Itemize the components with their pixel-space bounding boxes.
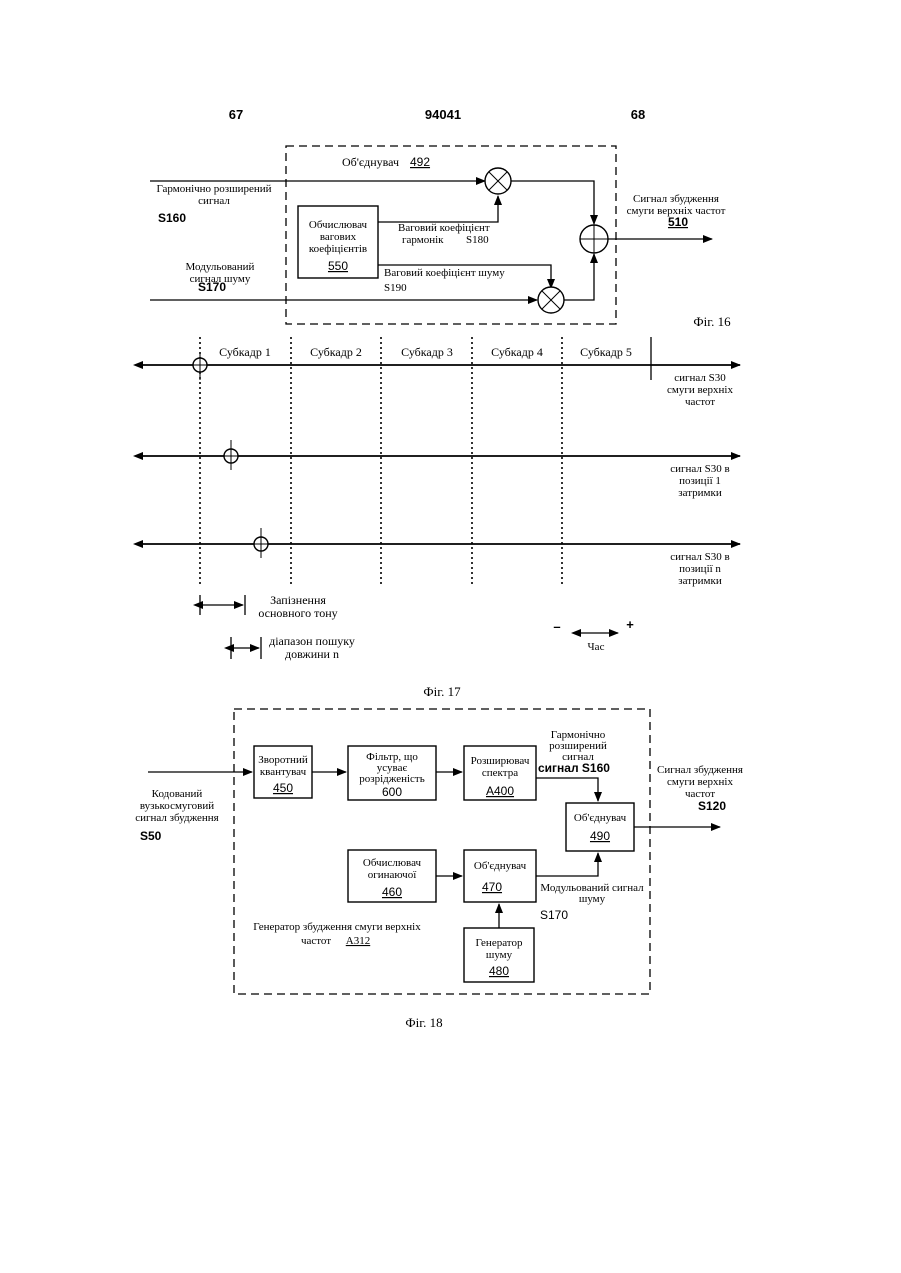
fig17-minus-sign: – bbox=[553, 619, 560, 634]
fig18-generator-label-2: частот bbox=[301, 935, 331, 947]
fig18-mod-noise-code: S170 bbox=[540, 908, 568, 922]
fig18-expander-label-2: спектра bbox=[482, 767, 518, 779]
fig17-signal3-label-2: позиції n bbox=[679, 563, 721, 575]
fig16-multiplier-harmonic bbox=[485, 168, 511, 194]
fig17-time-label: Час bbox=[588, 641, 605, 653]
fig17-search-label-1: діапазон пошуку bbox=[269, 634, 355, 648]
fig18-noise-gen-label-2: шуму bbox=[486, 949, 513, 961]
page-number-right: 68 bbox=[631, 107, 645, 122]
fig17-lag-label-1: Запізнення bbox=[270, 593, 326, 607]
fig16-output-number: 510 bbox=[668, 215, 688, 229]
fig18-mod-noise-label-2: шуму bbox=[579, 893, 606, 905]
fig18-generator-code: A312 bbox=[346, 935, 370, 947]
fig18-envelope-number: 460 bbox=[382, 885, 402, 899]
fig18-output-label-1: Сигнал збудження bbox=[657, 764, 743, 776]
fig18-noise-gen-number: 480 bbox=[489, 964, 509, 978]
fig18-filter-number: 600 bbox=[382, 785, 402, 799]
figure-18: Кодований вузькосмуговий сигнал збудженн… bbox=[135, 709, 743, 1030]
fig17-signal1-label-1: сигнал S30 bbox=[674, 372, 726, 384]
fig18-output-combiner-box bbox=[566, 803, 634, 851]
fig16-adder bbox=[580, 225, 608, 253]
fig18-envelope-label-2: огинаючої bbox=[368, 869, 417, 881]
fig18-generator-label-1: Генератор збудження смуги верхніх bbox=[253, 921, 421, 933]
fig18-filter-label-3: розрідженість bbox=[359, 773, 424, 785]
fig18-dequantizer-label-2: квантувач bbox=[260, 766, 307, 778]
fig16-calc-number: 550 bbox=[328, 259, 348, 273]
fig17-subframe-2: Субкадр 2 bbox=[310, 345, 362, 359]
fig16-harmonic-weight-code: S180 bbox=[466, 234, 489, 246]
fig18-input-label-1: Кодований bbox=[152, 788, 203, 800]
fig18-dequantizer-label-1: Зворотний bbox=[258, 754, 308, 766]
fig18-harmonic-code: сигнал S160 bbox=[538, 761, 610, 775]
fig16-combiner-label: Об'єднувач bbox=[342, 155, 399, 169]
fig18-noise-combiner-number: 470 bbox=[482, 880, 502, 894]
page-number-left: 67 bbox=[229, 107, 243, 122]
fig17-pulse-marker-2 bbox=[224, 440, 238, 470]
fig16-weighted-noise-arrow bbox=[564, 254, 594, 300]
fig18-expander-number: A400 bbox=[486, 784, 514, 798]
fig18-noise-gen-label-1: Генератор bbox=[476, 937, 523, 949]
fig17-signal2-label-1: сигнал S30 в bbox=[670, 463, 729, 475]
fig16-caption: Фіг. 16 bbox=[693, 314, 731, 329]
fig16-noise-input-label-1: Модульований bbox=[186, 261, 255, 273]
figure-17: Субкадр 1 Субкадр 2 Субкадр 3 Субкадр 4 … bbox=[142, 337, 740, 699]
fig17-signal2-label-2: позиції 1 bbox=[679, 475, 721, 487]
fig17-pulse-marker-1 bbox=[193, 352, 207, 380]
fig16-harmonic-input-label-2: сигнал bbox=[198, 195, 230, 207]
fig16-noise-input-code: S170 bbox=[198, 280, 226, 294]
fig16-weighted-harmonic-arrow bbox=[511, 181, 594, 224]
fig17-plus-sign: + bbox=[626, 617, 634, 632]
fig17-search-label-2: довжини n bbox=[285, 647, 339, 661]
fig17-signal1-label-3: частот bbox=[685, 396, 715, 408]
fig16-harmonic-input-label-1: Гармонічно розширений bbox=[156, 183, 271, 195]
fig18-input-label-2: вузькосмуговий bbox=[140, 800, 214, 812]
fig16-harmonic-weight-label-1: Ваговий коефіцієнт bbox=[398, 222, 490, 234]
fig16-noise-weight-label: Ваговий коефіцієнт шуму bbox=[384, 267, 505, 279]
fig18-caption: Фіг. 18 bbox=[405, 1015, 442, 1030]
document-number: 94041 bbox=[425, 107, 461, 122]
fig17-subframe-5: Субкадр 5 bbox=[580, 345, 632, 359]
fig16-calc-label-2: вагових bbox=[320, 231, 357, 243]
fig17-caption: Фіг. 17 bbox=[423, 684, 461, 699]
fig16-noise-weight-code: S190 bbox=[384, 282, 407, 294]
fig18-input-code: S50 bbox=[140, 829, 162, 843]
fig18-output-code: S120 bbox=[698, 799, 726, 813]
fig17-signal3-label-3: затримки bbox=[678, 575, 722, 587]
fig18-input-label-3: сигнал збудження bbox=[135, 812, 218, 824]
fig16-harmonic-weight-arrow bbox=[378, 196, 498, 222]
fig16-combiner-number: 492 bbox=[410, 155, 430, 169]
fig17-subframe-3: Субкадр 3 bbox=[401, 345, 453, 359]
fig18-noise-combiner-label: Об'єднувач bbox=[474, 860, 527, 872]
fig18-expander-label-1: Розширювач bbox=[471, 755, 530, 767]
fig17-signal3-label-1: сигнал S30 в bbox=[670, 551, 729, 563]
fig16-calc-label-1: Обчислювач bbox=[309, 219, 368, 231]
fig18-output-combiner-number: 490 bbox=[590, 829, 610, 843]
fig18-expander-to-combiner-arrow bbox=[536, 778, 598, 801]
fig18-output-label-2: смуги верхніх bbox=[667, 776, 733, 788]
fig16-output-label-1: Сигнал збудження bbox=[633, 193, 719, 205]
fig18-noise-combiner-box bbox=[464, 850, 536, 902]
fig18-modulated-noise-arrow bbox=[536, 853, 598, 876]
fig16-harmonic-weight-label-2: гармонік bbox=[402, 234, 444, 246]
fig16-calc-label-3: коефіцієнтів bbox=[309, 243, 367, 255]
fig17-pulse-marker-3 bbox=[254, 528, 268, 558]
fig18-dequantizer-number: 450 bbox=[273, 781, 293, 795]
fig17-signal1-label-2: смуги верхніх bbox=[667, 384, 733, 396]
fig17-signal2-label-3: затримки bbox=[678, 487, 722, 499]
fig17-subframe-4: Субкадр 4 bbox=[491, 345, 543, 359]
fig16-harmonic-input-code: S160 bbox=[158, 211, 186, 225]
fig17-subframe-1: Субкадр 1 bbox=[219, 345, 271, 359]
fig18-envelope-label-1: Обчислювач bbox=[363, 857, 422, 869]
fig16-multiplier-noise bbox=[538, 287, 564, 313]
page-header: 67 94041 68 bbox=[229, 107, 645, 122]
fig17-lag-label-2: основного тону bbox=[258, 606, 337, 620]
fig18-output-combiner-label: Об'єднувач bbox=[574, 812, 627, 824]
figure-16: Об'єднувач 492 Гармонічно розширений сиг… bbox=[150, 146, 731, 329]
